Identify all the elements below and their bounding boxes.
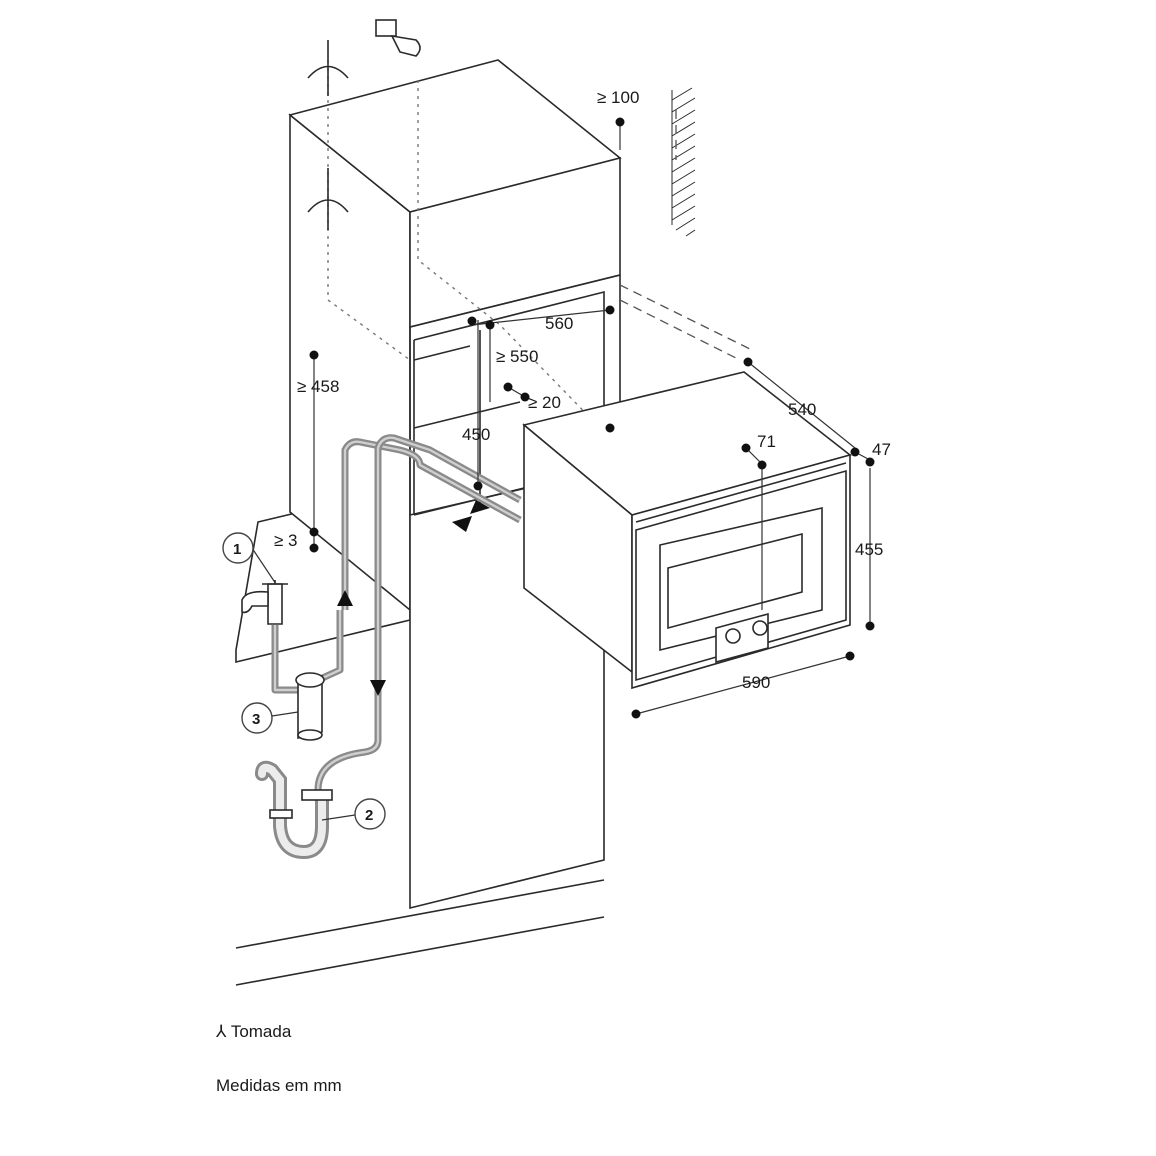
dim-top-offset: 71 xyxy=(757,432,776,451)
svg-text:3: 3 xyxy=(252,711,260,728)
dim-floor-clearance: ≥ 458 xyxy=(297,377,339,396)
dim-rear-gap: ≥ 20 xyxy=(528,393,561,412)
dim-appliance-height: 455 xyxy=(855,540,883,559)
power-plug-icon xyxy=(375,19,421,57)
niche-opening xyxy=(409,274,621,516)
hidden-conduit xyxy=(327,60,605,433)
units-note: Medidas em mm xyxy=(216,1076,342,1095)
wall-hatch xyxy=(671,87,696,237)
dim-niche-depth: ≥ 550 xyxy=(496,347,538,366)
dim-appliance-width: 590 xyxy=(742,673,770,692)
callout-2: 2 xyxy=(321,798,386,830)
dim-front-depth: 47 xyxy=(872,440,891,459)
socket-symbol-icon: ⅄ xyxy=(216,1022,227,1041)
socket-symbol-icon xyxy=(307,40,349,230)
dimension-lines xyxy=(313,122,871,715)
dim-niche-height: 450 xyxy=(462,425,490,444)
water-filter-icon xyxy=(295,672,325,741)
flow-arrow-icon xyxy=(337,500,490,696)
water-hoses xyxy=(271,434,522,791)
appliance-oven xyxy=(522,371,852,690)
svg-text:2: 2 xyxy=(365,807,373,824)
legend-socket-label: Tomada xyxy=(230,1022,292,1041)
dim-gap-min: ≥ 3 xyxy=(274,531,298,550)
water-tap-icon xyxy=(241,580,288,625)
drain-siphon-icon xyxy=(255,760,333,860)
svg-text:1: 1 xyxy=(233,541,241,558)
dim-appliance-depth: 540 xyxy=(788,400,816,419)
callout-3: 3 xyxy=(241,702,299,734)
floor-line xyxy=(235,879,605,986)
dim-clear-top: ≥ 100 xyxy=(597,88,639,107)
legend-socket: ⅄ Tomada xyxy=(216,1022,291,1042)
callout-1: 1 xyxy=(222,532,277,585)
dim-niche-width: 560 xyxy=(545,314,573,333)
dimension-dots xyxy=(309,117,875,719)
